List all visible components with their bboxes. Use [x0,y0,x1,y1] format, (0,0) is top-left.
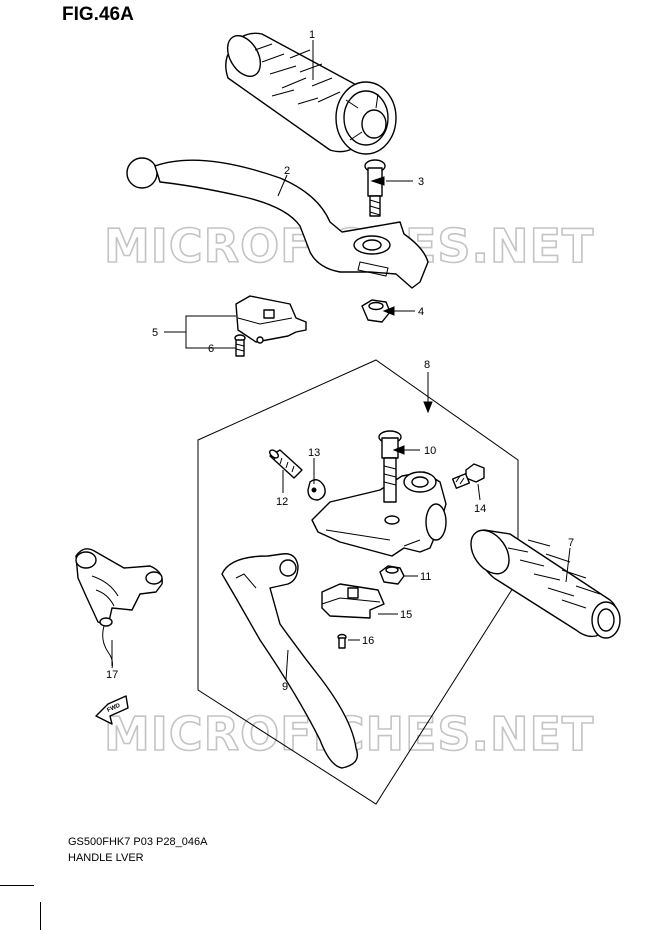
figure-title: FIG.46A [62,4,134,25]
callout-2: 2 [284,165,290,177]
callout-5: 5 [152,327,158,339]
part-12-adjuster-screw [269,449,303,479]
callout-17: 17 [106,669,118,681]
part-2-brake-lever [126,157,429,289]
part-3-pivot-bolt [364,159,386,217]
leader-lines [111,40,571,681]
model-code: GS500FHK7 P03 P28_046A [68,836,208,848]
callout-3: 3 [418,176,424,188]
part-15-clutch-switch [321,583,385,619]
margin-bar [40,902,41,930]
fwd-label: FWD [106,703,122,714]
clutch-lever-holder [311,471,447,557]
callout-14: 14 [474,503,486,515]
part-1-throttle-grip [225,32,397,155]
figure-name: HANDLE LVER [68,852,144,864]
callout-8: 8 [424,359,430,371]
part-9-clutch-lever [221,553,359,769]
part-13-circlip [307,479,326,501]
part-17-clutch-cable [75,548,163,669]
callout-9: 9 [282,681,288,693]
part-6-screw [234,334,246,357]
fwd-arrow-icon: FWD [95,695,129,725]
margin-mark [0,885,34,886]
callout-7: 7 [568,537,574,549]
part-5-brake-switch [235,295,307,344]
callout-15: 15 [400,609,412,621]
part-14-bolt [451,463,485,489]
callout-6: 6 [208,343,214,355]
callout-10: 10 [424,445,436,457]
callout-16: 16 [362,635,374,647]
callout-13: 13 [308,447,320,459]
part-16-screw [337,633,347,649]
part-7-left-grip [470,529,621,639]
callout-12: 12 [276,496,288,508]
callout-4: 4 [418,306,424,318]
part-11-nut [379,565,405,585]
callout-1: 1 [309,29,315,41]
callout-11: 11 [420,571,431,583]
part-10-pivot-bolt [378,430,402,503]
